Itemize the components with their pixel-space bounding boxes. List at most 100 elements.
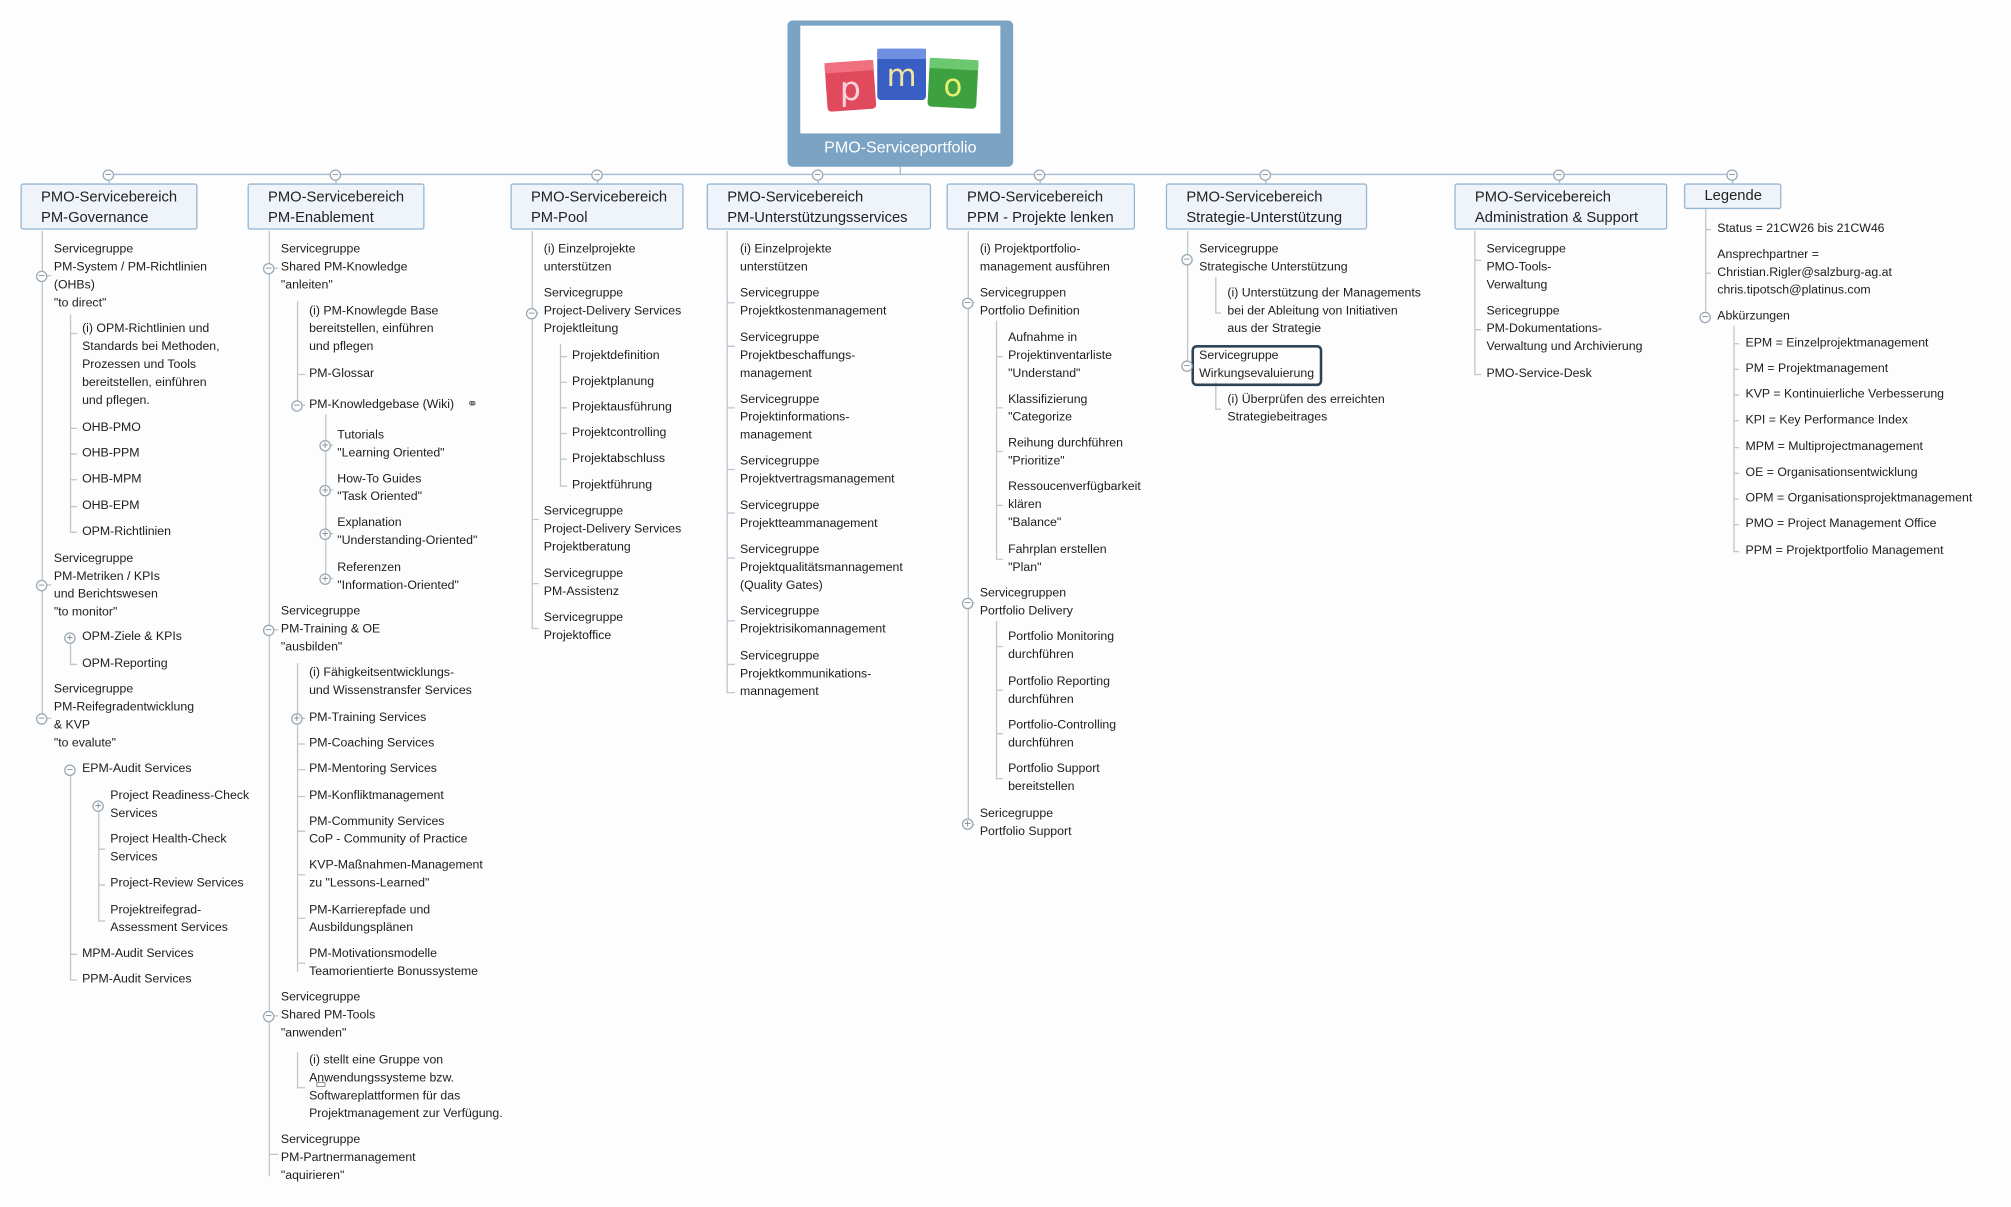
node-abk-ppm[interactable]: PPM = Projektportfolio Management bbox=[1745, 543, 1944, 558]
node-pm-training-services[interactable]: PM-Training Services bbox=[309, 710, 427, 725]
node-ressourcenverfuegbarkeit[interactable]: Ressoucenverfügbarkeit klären "Balance" bbox=[1008, 479, 1141, 530]
node-ohb-pmo[interactable]: OHB-PMO bbox=[82, 420, 141, 435]
node-projektabschluss[interactable]: Projektabschluss bbox=[572, 451, 666, 466]
node-projektinformation[interactable]: Servicegruppe Projektinformations- manag… bbox=[740, 392, 850, 443]
node-projektbeschaffung[interactable]: Servicegruppe Projektbeschaffungs- manag… bbox=[740, 330, 856, 381]
node-abk-opm[interactable]: OPM = Organisationsprojektmanagement bbox=[1745, 491, 1973, 506]
collapse-toggle-icon[interactable]: − bbox=[1553, 169, 1565, 181]
node-portfolio-definition[interactable]: Servicegruppen Portfolio Definition bbox=[979, 286, 1080, 319]
collapse-toggle-icon[interactable]: − bbox=[961, 297, 974, 310]
node-ohb-epm[interactable]: OHB-EPM bbox=[82, 498, 140, 514]
collapse-toggle-icon[interactable]: − bbox=[1726, 169, 1738, 181]
node-pm-community[interactable]: PM-Community Services CoP - Community of… bbox=[309, 814, 468, 847]
node-project-delivery-leitung[interactable]: Servicegruppe Project-Delivery Services … bbox=[543, 286, 682, 337]
node-projektqualitaet[interactable]: Servicegruppe Projektqualitätsmannagemen… bbox=[740, 542, 903, 593]
expand-toggle-icon[interactable]: + bbox=[961, 818, 974, 830]
expand-toggle-icon[interactable]: + bbox=[291, 713, 303, 725]
node-strategie-info[interactable]: (i) Unterstützung der Managements bei de… bbox=[1227, 286, 1421, 337]
node-portfolio-delivery[interactable]: Servicegruppen Portfolio Delivery bbox=[979, 586, 1073, 619]
node-projektplanung[interactable]: Projektplanung bbox=[572, 374, 655, 389]
node-abkuerzungen[interactable]: Abkürzungen bbox=[1717, 309, 1790, 324]
node-projektrisiko[interactable]: Servicegruppe Projektrisikomannagement bbox=[740, 604, 886, 637]
collapse-toggle-icon[interactable]: − bbox=[329, 169, 342, 181]
node-project-health[interactable]: Project Health-Check Services bbox=[110, 832, 227, 865]
node-projektfuehrung[interactable]: Projektführung bbox=[572, 478, 653, 493]
node-how-to-guides[interactable]: How-To Guides "Task Oriented" bbox=[337, 472, 422, 505]
node-abk-mpm[interactable]: MPM = Multiprojectmanagement bbox=[1745, 439, 1923, 455]
node-pm-partnermanagement[interactable]: Servicegruppe PM-Partnermanagement "aqui… bbox=[280, 1132, 416, 1183]
expand-toggle-icon[interactable]: + bbox=[92, 800, 104, 812]
node-pm-dokumentation[interactable]: Sericegruppe PM-Dokumentations- Verwaltu… bbox=[1486, 303, 1643, 355]
node-shared-pm-knowledge[interactable]: Servicegruppe Shared PM-Knowledge "anlei… bbox=[280, 242, 408, 293]
node-pm-system[interactable]: Servicegruppe PM-System / PM-Richtlinien… bbox=[53, 242, 208, 311]
collapse-toggle-icon[interactable]: − bbox=[961, 597, 974, 610]
node-projektoffice[interactable]: Servicegruppe Projektoffice bbox=[543, 610, 624, 643]
node-abk-oe[interactable]: OE = Organisationsentwicklung bbox=[1745, 465, 1918, 480]
collapse-toggle-icon[interactable]: − bbox=[1259, 169, 1271, 181]
node-projektreifegrad[interactable]: Projektreifegrad- Assessment Services bbox=[110, 903, 228, 936]
node-portfolio-support-bereitstellen[interactable]: Portfolio Support bereitstellen bbox=[1008, 761, 1100, 794]
node-pool-info[interactable]: (i) Einzelprojekte unterstützen bbox=[543, 242, 636, 275]
node-projektcontrolling[interactable]: Projektcontrolling bbox=[572, 425, 667, 440]
node-pm-reifegrad[interactable]: Servicegruppe PM-Reifegradentwicklung & … bbox=[53, 682, 195, 751]
collapse-toggle-icon[interactable]: − bbox=[262, 624, 275, 637]
node-opm-richtlinien-info[interactable]: (i) OPM-Richtlinien und Standards bei Me… bbox=[82, 321, 220, 408]
node-portfolio-reporting[interactable]: Portfolio Reporting durchführen bbox=[1008, 674, 1110, 707]
hyperlink-icon[interactable]: ⚭ bbox=[466, 397, 478, 412]
collapse-toggle-icon[interactable]: − bbox=[102, 169, 115, 181]
collapse-toggle-icon[interactable]: − bbox=[1033, 169, 1046, 181]
node-portfolio-controlling[interactable]: Portfolio-Controlling durchführen bbox=[1008, 718, 1117, 751]
node-ansprechpartner[interactable]: Ansprechpartner = Christian.Rigler@salzb… bbox=[1717, 247, 1892, 298]
node-pmo-service-desk[interactable]: PMO-Service-Desk bbox=[1486, 366, 1592, 381]
node-referenzen[interactable]: Referenzen "Information-Oriented" bbox=[337, 560, 459, 593]
node-opm-ziele[interactable]: OPM-Ziele & KPIs bbox=[82, 629, 182, 644]
node-unt-info[interactable]: (i) Einzelprojekte unterstützen bbox=[740, 242, 832, 275]
node-klassifizierung[interactable]: Klassifizierung "Categorize bbox=[1008, 392, 1088, 425]
node-pm-training-oe[interactable]: Servicegruppe PM-Training & OE "ausbilde… bbox=[280, 604, 381, 655]
node-pm-coaching[interactable]: PM-Coaching Services bbox=[309, 736, 435, 751]
node-projektteam[interactable]: Servicegruppe Projektteammanagement bbox=[740, 498, 878, 532]
node-ppm-info[interactable]: (i) Projektportfolio- management ausführ… bbox=[979, 242, 1110, 275]
node-explanation[interactable]: Explanation "Understanding-Oriented" bbox=[337, 515, 478, 548]
node-pm-metriken[interactable]: Servicegruppe PM-Metriken / KPIs und Ber… bbox=[53, 551, 160, 620]
collapse-toggle-icon[interactable]: − bbox=[262, 1010, 275, 1023]
collapse-toggle-icon[interactable]: − bbox=[35, 579, 48, 592]
node-pm-mentoring[interactable]: PM-Mentoring Services bbox=[309, 761, 437, 777]
collapse-toggle-icon[interactable]: − bbox=[35, 713, 48, 725]
node-kvp-massnahmen[interactable]: KVP-Maßnahmen-Management zu "Lessons-Lea… bbox=[309, 858, 483, 891]
node-abk-epm[interactable]: EPM = Einzelprojektmanagement bbox=[1745, 336, 1929, 351]
node-wirkungsevaluierung-selected[interactable]: Servicegruppe Wirkungsevaluierung bbox=[1191, 345, 1322, 387]
node-pm-karrierepfade[interactable]: PM-Karrierepfade und Ausbildungsplänen bbox=[309, 903, 431, 936]
collapse-toggle-icon[interactable]: − bbox=[591, 169, 603, 181]
node-shared-pm-tools[interactable]: Servicegruppe Shared PM-Tools "anwenden" bbox=[280, 990, 376, 1041]
node-abk-pmo[interactable]: PMO = Project Management Office bbox=[1745, 516, 1937, 532]
node-pm-glossar[interactable]: PM-Glossar bbox=[309, 366, 375, 381]
node-strategische-unterstuetzung[interactable]: Servicegruppe Strategische Unterstützung bbox=[1199, 242, 1348, 275]
expand-toggle-icon[interactable]: + bbox=[319, 573, 331, 585]
node-knowledge-base-info[interactable]: (i) PM-Knowlegde Base bereitstellen, ein… bbox=[309, 303, 439, 355]
expand-toggle-icon[interactable]: + bbox=[319, 528, 331, 541]
node-pm-motivationsmodelle[interactable]: PM-Motivationsmodelle Teamorientierte Bo… bbox=[309, 946, 479, 979]
node-pm-assistenz[interactable]: Servicegruppe PM-Assistenz bbox=[543, 566, 624, 600]
node-portfolio-monitoring[interactable]: Portfolio Monitoring durchführen bbox=[1008, 629, 1115, 662]
collapse-toggle-icon[interactable]: − bbox=[1699, 311, 1711, 324]
expand-toggle-icon[interactable]: + bbox=[64, 632, 76, 644]
node-pm-konfliktmanagement[interactable]: PM-Konfliktmanagement bbox=[309, 788, 444, 803]
node-projektdefinition[interactable]: Projektdefinition bbox=[572, 348, 660, 363]
collapse-toggle-icon[interactable]: − bbox=[525, 307, 538, 320]
node-projektkosten[interactable]: Servicegruppe Projektkostenmanagement bbox=[740, 286, 887, 319]
expand-toggle-icon[interactable]: + bbox=[319, 484, 331, 497]
branch-header-legende[interactable]: Legende bbox=[1683, 183, 1782, 210]
node-strategiebeitrag-info[interactable]: (i) Überprüfen des erreichten Strategieb… bbox=[1227, 392, 1385, 425]
node-aufnahme-inventarliste[interactable]: Aufnahme in Projektinventarliste "Unders… bbox=[1008, 330, 1113, 381]
node-fahrplan[interactable]: Fahrplan erstellen "Plan" bbox=[1008, 542, 1107, 575]
node-project-readiness[interactable]: Project Readiness-Check Services bbox=[110, 788, 250, 821]
node-project-delivery-beratung[interactable]: Servicegruppe Project-Delivery Services … bbox=[543, 504, 682, 555]
node-opm-reporting[interactable]: OPM-Reporting bbox=[82, 656, 168, 671]
node-abk-pm[interactable]: PM = Projektmanagement bbox=[1745, 361, 1889, 376]
